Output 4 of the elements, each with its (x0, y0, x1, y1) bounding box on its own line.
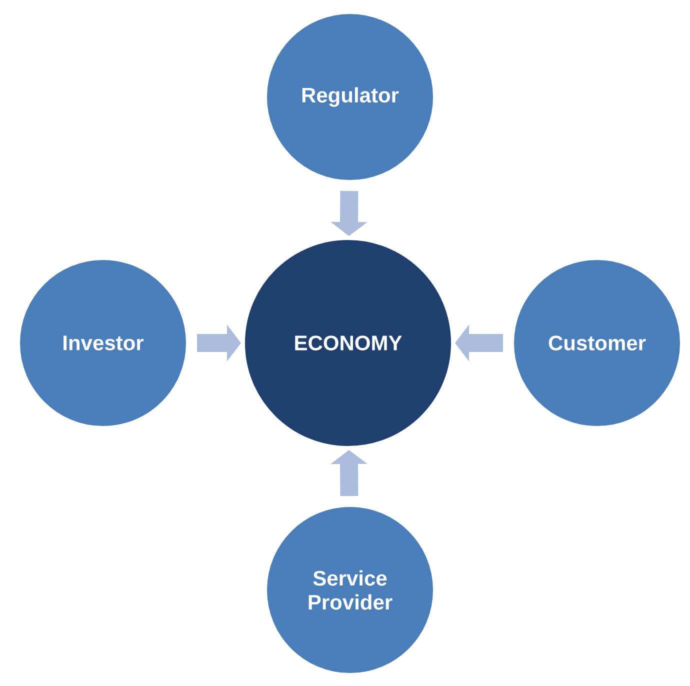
circle-node: Customer (508, 254, 686, 432)
circle-node: Regulator (261, 8, 439, 186)
circle-node: Service Provider (261, 501, 439, 679)
circle-node: Investor (14, 254, 192, 432)
